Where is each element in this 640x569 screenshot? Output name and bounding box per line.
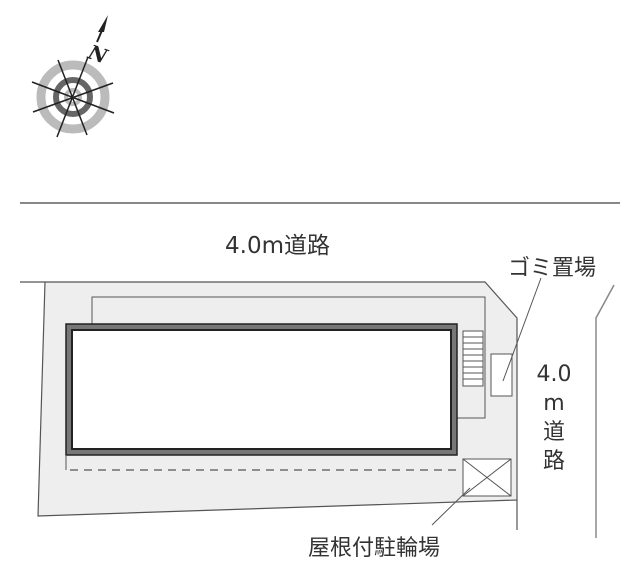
road-right-char: 路 bbox=[542, 449, 565, 474]
road-right-char: m bbox=[543, 391, 565, 416]
roof-outline bbox=[91, 296, 486, 419]
bicycle-parking-box bbox=[462, 458, 512, 497]
garbage-area-box bbox=[490, 353, 513, 397]
bicycle-parking-label: 屋根付駐輪場 bbox=[308, 536, 441, 561]
north-compass-icon: N bbox=[31, 15, 115, 138]
road-right-char: 4.0 bbox=[536, 362, 572, 387]
road-boundary-right bbox=[595, 284, 615, 538]
road-right-char: 道 bbox=[542, 420, 565, 445]
garbage-area-label: ゴミ置場 bbox=[508, 256, 597, 281]
staircase bbox=[462, 330, 484, 387]
road-right-label: 4.0 m 道 路 bbox=[530, 360, 578, 476]
building bbox=[65, 323, 458, 456]
road-top-label: 4.0m道路 bbox=[225, 233, 330, 259]
